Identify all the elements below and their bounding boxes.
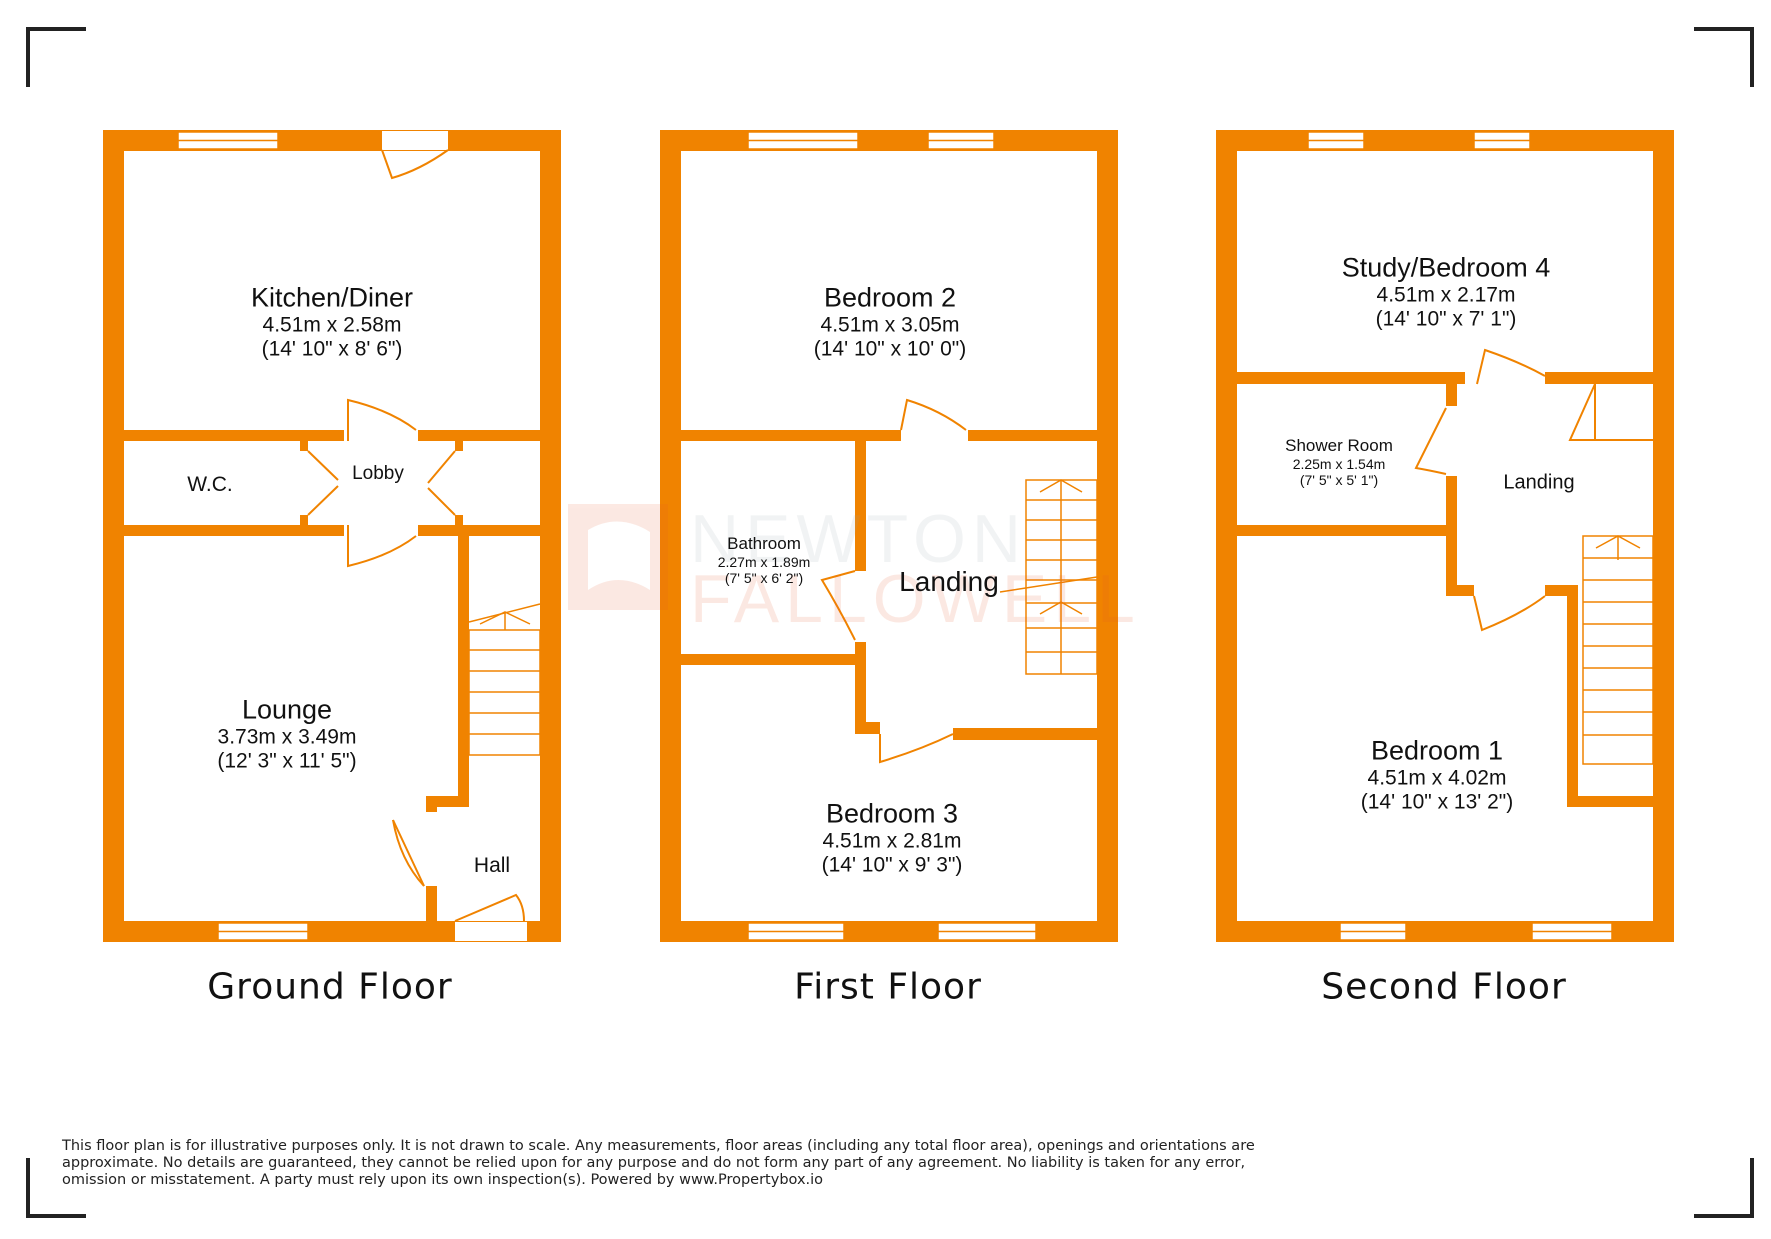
disclaimer-text: This floor plan is for illustrative purp… xyxy=(62,1138,1255,1188)
room-imperial-size: (14' 10" x 10' 0") xyxy=(813,337,967,361)
room-metric-size: 4.51m x 2.17m xyxy=(1376,283,1516,307)
room-imperial-size: (14' 10" x 9' 3") xyxy=(821,853,963,877)
room-metric-size: 3.73m x 3.49m xyxy=(217,725,357,749)
room-metric-size: 2.25m x 1.54m xyxy=(1292,455,1386,472)
room-name: Shower Room xyxy=(1285,436,1393,456)
watermark-logo-icon xyxy=(568,504,668,610)
room-imperial-size: (7' 5" x 6' 2") xyxy=(724,569,804,586)
ground-door-gaps xyxy=(382,131,527,941)
ground-floor-plan xyxy=(103,130,561,942)
room-bedroom-2: Bedroom 2 4.51m x 3.05m (14' 10" x 10' 0… xyxy=(814,282,967,361)
room-landing-second: Landing xyxy=(1503,471,1575,494)
room-metric-size: 4.51m x 4.02m xyxy=(1367,766,1507,790)
floor-title-first: First Floor xyxy=(794,966,982,1008)
second-stairs xyxy=(1582,535,1654,765)
room-study-bedroom-4: Study/Bedroom 4 4.51m x 2.17m (14' 10" x… xyxy=(1342,252,1551,331)
room-metric-size: 4.51m x 2.81m xyxy=(822,829,962,853)
room-imperial-size: (14' 10" x 13' 2") xyxy=(1360,790,1514,814)
room-bedroom-1: Bedroom 1 4.51m x 4.02m (14' 10" x 13' 2… xyxy=(1361,735,1514,814)
ground-doors xyxy=(307,149,525,922)
room-name: Kitchen/Diner xyxy=(250,282,414,313)
room-kitchen-diner: Kitchen/Diner 4.51m x 2.58m (14' 10" x 8… xyxy=(251,282,413,361)
room-lounge: Lounge 3.73m x 3.49m (12' 3" x 11' 5") xyxy=(217,694,356,773)
floor-title-ground: Ground Floor xyxy=(207,966,453,1008)
room-metric-size: 4.51m x 2.58m xyxy=(262,313,402,337)
room-name: Bedroom 3 xyxy=(825,798,959,829)
room-name: Bedroom 1 xyxy=(1370,735,1504,766)
room-name: Lounge xyxy=(241,694,333,725)
ground-windows xyxy=(177,131,309,941)
room-wc: W.C. xyxy=(187,472,233,496)
room-imperial-size: (12' 3" x 11' 5") xyxy=(217,749,357,773)
floor-title-second: Second Floor xyxy=(1321,966,1567,1008)
second-interior-walls xyxy=(1237,372,1653,807)
room-bedroom-3: Bedroom 3 4.51m x 2.81m (14' 10" x 9' 3"… xyxy=(822,798,963,877)
first-windows xyxy=(747,131,1037,941)
room-lobby: Lobby xyxy=(352,463,404,485)
room-metric-size: 4.51m x 3.05m xyxy=(820,313,960,337)
second-floor-plan xyxy=(1216,130,1674,942)
crop-marks xyxy=(26,27,1754,1218)
room-name: Bedroom 2 xyxy=(823,282,957,313)
watermark-text-line2: FALLOWELL xyxy=(690,561,1141,637)
ground-stairs xyxy=(468,603,541,756)
room-name: Study/Bedroom 4 xyxy=(1341,252,1551,283)
room-metric-size: 2.27m x 1.89m xyxy=(717,553,811,570)
ground-interior-walls xyxy=(124,430,540,921)
room-bathroom: Bathroom 2.27m x 1.89m (7' 5" x 6' 2") xyxy=(718,534,811,586)
room-hall: Hall xyxy=(473,853,511,877)
room-imperial-size: (14' 10" x 8' 6") xyxy=(261,337,403,361)
second-doors xyxy=(1414,348,1653,632)
first-interior-walls xyxy=(681,430,1097,740)
room-landing-first: Landing xyxy=(899,565,999,597)
room-imperial-size: (14' 10" x 7' 1") xyxy=(1375,307,1517,331)
room-shower-room: Shower Room 2.25m x 1.54m (7' 5" x 5' 1"… xyxy=(1285,436,1393,488)
first-stairs xyxy=(999,479,1098,675)
first-doors xyxy=(820,398,967,764)
watermark-text-line1: NEWTON xyxy=(690,501,1027,577)
room-name: Bathroom xyxy=(727,534,801,554)
second-windows xyxy=(1307,131,1613,941)
room-imperial-size: (7' 5" x 5' 1") xyxy=(1299,471,1379,488)
first-floor-plan xyxy=(660,130,1118,942)
